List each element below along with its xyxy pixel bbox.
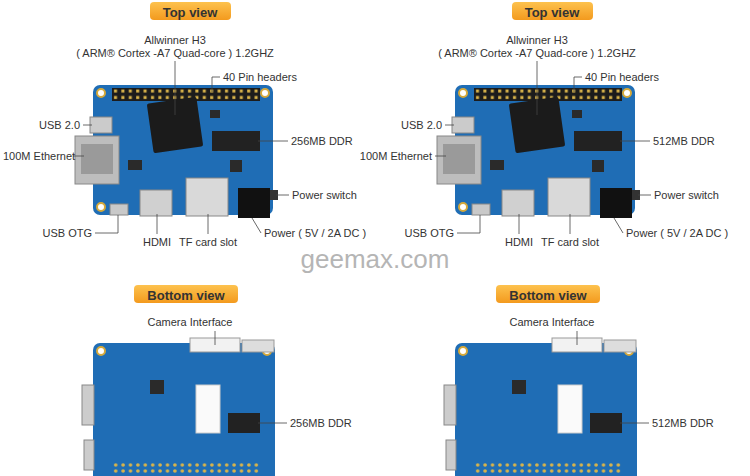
callout-label: USB OTG	[404, 227, 454, 240]
callout-label: 100M Ethernet	[360, 150, 432, 163]
callout-label: 40 Pin headers	[223, 71, 297, 84]
callout-label: HDMI	[143, 236, 171, 249]
board-top-view	[437, 85, 640, 218]
leader-lines	[435, 61, 651, 234]
heading-text: Bottom view	[509, 288, 586, 304]
callout-label: 256MB DDR	[290, 417, 352, 430]
callout-label: Power switch	[654, 189, 719, 202]
callout-label: HDMI	[505, 236, 533, 249]
watermark: geemax.com	[301, 244, 450, 274]
leader-lines	[215, 331, 287, 423]
callout-label: USB 2.0	[39, 119, 80, 132]
callout-label: Allwinner H3	[144, 34, 206, 47]
callout-label: Power ( 5V / 2A DC )	[626, 227, 728, 240]
board-top-view	[75, 85, 278, 218]
callout-label: 100M Ethernet	[3, 150, 75, 163]
board-bottom-view	[444, 338, 637, 476]
callout-label: USB OTG	[42, 227, 92, 240]
view-heading: Bottom view	[134, 285, 238, 303]
callout-label: 512MB DDR	[652, 417, 714, 430]
callout-label: 512MB DDR	[653, 135, 715, 148]
callout-label: TF card slot	[541, 236, 599, 249]
heading-text: Bottom view	[147, 288, 224, 304]
heading-text: Top view	[163, 5, 218, 21]
board-bottom-view	[82, 338, 275, 476]
heading-text: Top view	[525, 5, 580, 21]
callout-label: ( ARM® Cortex -A7 Quad-core ) 1.2GHZ	[76, 47, 274, 60]
callout-label: Camera Interface	[510, 316, 595, 329]
view-heading: Bottom view	[496, 285, 600, 303]
callout-label: Power ( 5V / 2A DC )	[264, 227, 366, 240]
leader-lines	[73, 61, 289, 234]
callout-label: USB 2.0	[401, 119, 442, 132]
callout-label: Power switch	[292, 189, 357, 202]
callout-label: 256MB DDR	[291, 135, 353, 148]
callout-label: TF card slot	[179, 236, 237, 249]
callout-label: ( ARM® Cortex -A7 Quad-core ) 1.2GHZ	[438, 47, 636, 60]
callout-label: Camera Interface	[148, 316, 233, 329]
callout-label: 40 Pin headers	[585, 71, 659, 84]
view-heading: Top view	[150, 2, 231, 20]
callout-label: Allwinner H3	[506, 34, 568, 47]
leader-lines	[577, 331, 649, 423]
view-heading: Top view	[512, 2, 593, 20]
